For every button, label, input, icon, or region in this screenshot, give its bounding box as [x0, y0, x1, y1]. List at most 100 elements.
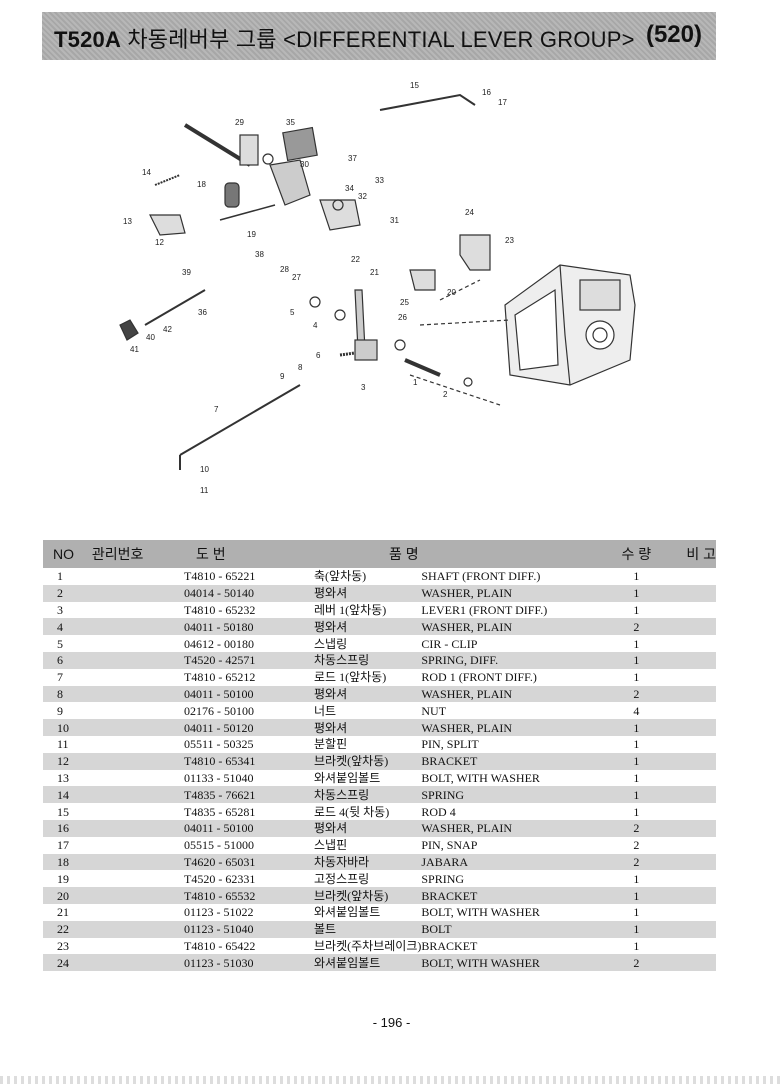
cell-name-english: SHAFT (FRONT DIFF.) — [421, 569, 541, 584]
cell-part-number: 05515 - 51000 — [184, 838, 254, 853]
cell-remarks — [666, 819, 716, 837]
cell-name-korean: 고정스프링 — [314, 871, 370, 886]
svg-text:34: 34 — [345, 184, 354, 193]
cell-part-number: 01123 - 51030 — [184, 954, 314, 972]
cell-name-korean: 레버 1(앞차동) — [314, 602, 387, 617]
cell-part-number: T4620 - 65031 — [184, 853, 314, 871]
cell-name-korean: 와셔붙임볼트 — [314, 954, 422, 972]
cell-remarks — [666, 584, 716, 602]
cell-remarks — [666, 736, 716, 753]
cell-no: 20 — [43, 887, 184, 904]
svg-text:27: 27 — [292, 273, 301, 282]
cell-no: 7 — [57, 670, 63, 685]
svg-text:11: 11 — [200, 486, 209, 495]
cell-remarks — [666, 870, 716, 887]
cell-name-english: BOLT — [421, 920, 607, 938]
cell-quantity: 1 — [633, 602, 640, 617]
cell-part-number: 04011 - 50100 — [184, 685, 314, 703]
cell-part-number: T4810 - 65422 — [184, 938, 256, 953]
cell-name-english: BRACKET — [421, 938, 478, 953]
cell-name-english: BRACKET — [421, 887, 607, 904]
cell-name-korean: 평와셔 — [314, 584, 422, 602]
cell-no: 21 — [57, 905, 69, 920]
cell-remarks — [666, 669, 716, 686]
cell-part-number: T4835 - 76621 — [184, 786, 314, 804]
cell-no: 11 — [57, 737, 69, 752]
cell-name-english: WASHER, PLAIN — [421, 819, 607, 837]
svg-text:18: 18 — [197, 180, 206, 189]
cell-part-number: T4520 - 62331 — [184, 871, 256, 886]
cell-quantity: 1 — [633, 905, 640, 920]
table-header-row: NO 관리번호 도 번 품 명 수 량 비 고 — [43, 540, 716, 568]
cell-remarks — [666, 602, 716, 619]
cell-remarks — [666, 685, 716, 703]
svg-text:31: 31 — [390, 216, 399, 225]
svg-text:33: 33 — [375, 176, 384, 185]
group-code: T520A — [54, 27, 122, 52]
svg-text:4: 4 — [313, 321, 318, 330]
cell-quantity: 1 — [633, 737, 640, 752]
svg-text:40: 40 — [146, 333, 155, 342]
header-part-name: 품 명 — [314, 540, 607, 568]
cell-quantity: 2 — [606, 853, 667, 871]
cell-part-number: T4520 - 42571 — [184, 651, 314, 669]
header-no: NO 관리번호 — [43, 540, 184, 568]
cell-quantity: 1 — [606, 920, 667, 938]
svg-text:35: 35 — [286, 118, 295, 127]
page-reference: (520) — [645, 21, 702, 48]
cell-quantity: 1 — [606, 651, 667, 669]
svg-text:30: 30 — [300, 160, 309, 169]
svg-text:37: 37 — [348, 154, 357, 163]
svg-text:26: 26 — [398, 313, 407, 322]
cell-quantity: 2 — [606, 685, 667, 703]
svg-text:41: 41 — [130, 345, 139, 354]
cell-quantity: 2 — [606, 954, 667, 972]
cell-name-english: BRACKET — [421, 752, 607, 770]
cell-no: 15 — [57, 804, 69, 819]
cell-no: 5 — [57, 636, 63, 651]
cell-name-english: CIR - CLIP — [421, 636, 478, 651]
cell-name-english: ROD 4 — [421, 804, 456, 819]
cell-part-number: T4835 - 65281 — [184, 804, 256, 819]
cell-remarks — [666, 786, 716, 804]
cell-name-english: SPRING — [421, 786, 607, 804]
cell-part-number: 04011 - 50100 — [184, 819, 314, 837]
cell-name-korean: 차동스프링 — [314, 786, 422, 804]
cell-no: 22 — [43, 920, 184, 938]
cell-quantity: 1 — [606, 719, 667, 736]
cell-name-korean: 로드 1(앞차동) — [314, 670, 387, 685]
cell-name-korean: 차동자바라 — [314, 853, 422, 871]
cell-part-number: 04014 - 50140 — [184, 584, 314, 602]
cell-no: 2 — [43, 584, 184, 602]
header-management-no: 관리번호 — [91, 546, 144, 562]
cell-no: 14 — [43, 786, 184, 804]
svg-text:16: 16 — [482, 88, 491, 97]
cell-remarks — [666, 618, 716, 636]
cell-quantity: 1 — [606, 584, 667, 602]
cell-name-korean: 축(앞차동) — [314, 569, 367, 584]
cell-remarks — [666, 853, 716, 871]
cell-name-korean: 와셔붙임볼트 — [314, 905, 381, 920]
svg-text:15: 15 — [410, 81, 419, 90]
cell-no: 10 — [43, 719, 184, 736]
svg-text:38: 38 — [255, 250, 264, 259]
cell-remarks — [666, 702, 716, 719]
svg-text:24: 24 — [465, 208, 474, 217]
cell-remarks — [666, 770, 716, 787]
cell-name-korean: 평와셔 — [314, 618, 422, 636]
cell-name-english: WASHER, PLAIN — [421, 618, 607, 636]
svg-text:10: 10 — [200, 465, 209, 474]
cell-name-korean: 너트 — [314, 703, 337, 718]
cell-part-number: T4810 - 65212 — [184, 670, 256, 685]
cell-quantity: 1 — [633, 938, 640, 953]
